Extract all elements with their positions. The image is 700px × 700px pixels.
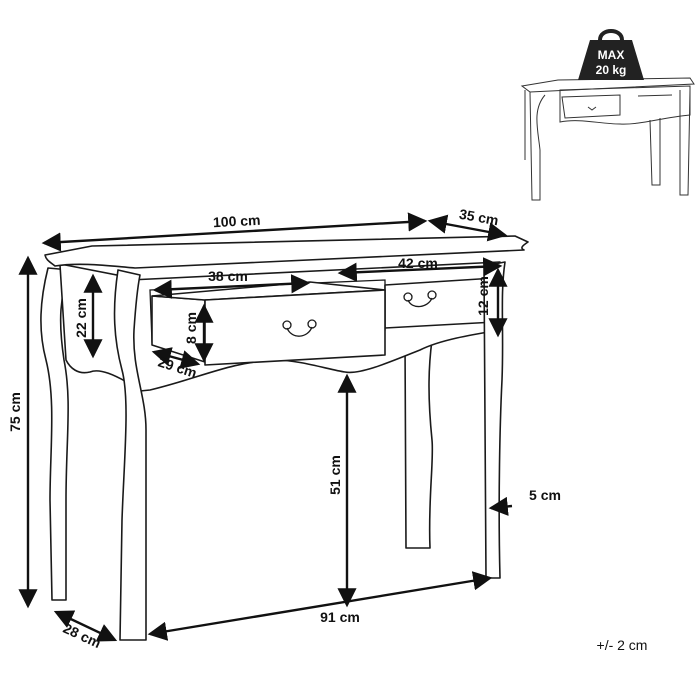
back-right-leg xyxy=(404,339,434,549)
back-left-leg xyxy=(40,267,71,601)
apron-height-label: 22 cm xyxy=(73,298,89,338)
left-drawer-width-label: 38 cm xyxy=(208,268,248,284)
leg-width-arrow xyxy=(488,496,513,516)
depth-dimension-line xyxy=(427,214,508,242)
total-height-label: 75 cm xyxy=(7,392,23,432)
width-label: 100 cm xyxy=(213,212,261,230)
left-drawer-front xyxy=(204,289,386,366)
left-drawer-width-line xyxy=(152,274,311,299)
depth-label: 35 cm xyxy=(458,206,500,229)
width-dimension-line xyxy=(41,212,428,252)
right-drawer-handle-icon xyxy=(403,290,437,308)
thumbnail-table xyxy=(520,77,695,201)
max-load-value: 20 kg xyxy=(596,63,627,77)
tolerance-label: +/- 2 cm xyxy=(597,637,648,653)
leg-width-label: 5 cm xyxy=(529,487,561,503)
clearance-height-label: 51 cm xyxy=(327,455,343,495)
inner-width-line xyxy=(147,571,493,641)
right-drawer-width-label: 42 cm xyxy=(398,255,438,271)
front-left-leg xyxy=(113,269,147,641)
drawer-front-height-label: 12 cm xyxy=(475,276,491,316)
table-top xyxy=(44,235,529,269)
left-drawer-handle-icon xyxy=(282,319,317,337)
drawer-height-label: 8 cm xyxy=(183,312,199,344)
max-load-label: MAX xyxy=(598,48,625,62)
right-drawer-width-line xyxy=(337,257,503,282)
inner-width-label: 91 cm xyxy=(320,609,360,625)
inner-depth-line xyxy=(53,610,118,642)
drawer-depth-line xyxy=(151,347,201,369)
weight-icon: MAX 20 kg xyxy=(578,29,644,80)
